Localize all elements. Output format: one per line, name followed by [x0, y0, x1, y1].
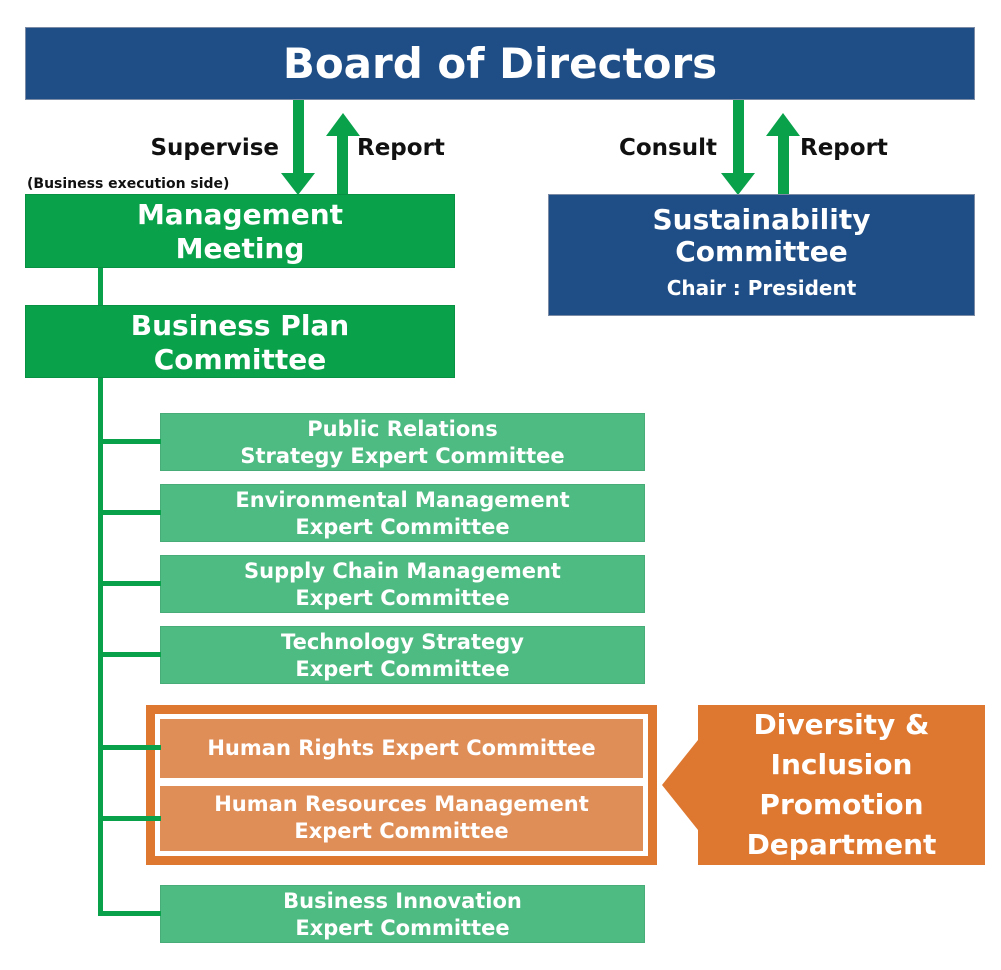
- consult-arrow-down-icon: [721, 173, 755, 195]
- human-rights-line1: Human Rights Expert Committee: [207, 736, 596, 760]
- sustainability-line2: Committee: [675, 235, 848, 268]
- environmental-line2: Expert Committee: [295, 515, 510, 539]
- connector-human-resources: [98, 816, 161, 821]
- public-relations-line1: Public Relations: [307, 417, 498, 441]
- human-rights-committee-box: Human Rights Expert Committee: [160, 719, 643, 778]
- business-plan-committee-box: Business Plan Committee: [25, 305, 455, 378]
- consult-arrow-shaft: [733, 100, 744, 176]
- report-left-arrow-up-icon: [326, 113, 360, 136]
- consult-label: Consult: [619, 135, 717, 161]
- report-left-label: Report: [357, 135, 445, 161]
- connector-business-innovation: [98, 911, 161, 916]
- callout-line4: Department: [746, 828, 937, 861]
- supervise-arrow-shaft: [293, 100, 304, 176]
- business-innovation-line2: Expert Committee: [295, 916, 510, 940]
- report-right-arrow-shaft: [778, 135, 789, 194]
- supply-chain-line2: Expert Committee: [295, 586, 510, 610]
- callout-line1: Diversity &: [753, 708, 930, 741]
- public-relations-line2: Strategy Expert Committee: [240, 444, 565, 468]
- environmental-line1: Environmental Management: [235, 488, 570, 512]
- board-of-directors-box: Board of Directors: [25, 27, 975, 100]
- management-meeting-line2: Meeting: [175, 232, 305, 265]
- sustainability-line1: Sustainability: [652, 203, 871, 236]
- connector-human-rights: [98, 745, 161, 750]
- human-resources-committee-box: Human Resources Management Expert Commit…: [160, 786, 643, 851]
- supervise-arrow-down-icon: [281, 173, 315, 195]
- human-resources-line1: Human Resources Management: [214, 792, 589, 816]
- management-meeting-box: Management Meeting: [25, 194, 455, 268]
- supply-chain-line1: Supply Chain Management: [244, 559, 561, 583]
- connector-technology: [98, 652, 161, 657]
- supply-chain-committee-box: Supply Chain Management Expert Committee: [160, 555, 645, 613]
- business-plan-line1: Business Plan: [130, 309, 350, 342]
- report-right-arrow-up-icon: [766, 113, 800, 136]
- business-execution-note: (Business execution side): [27, 176, 230, 192]
- callout-arrow-left-icon: [662, 740, 698, 830]
- management-meeting-line1: Management: [136, 198, 344, 231]
- human-resources-line2: Expert Committee: [294, 819, 509, 843]
- technology-strategy-committee-box: Technology Strategy Expert Committee: [160, 626, 645, 684]
- business-innovation-line1: Business Innovation: [283, 889, 522, 913]
- callout-line2: Inclusion: [770, 748, 913, 781]
- diversity-highlight-group: Human Rights Expert Committee Human Reso…: [146, 705, 657, 865]
- diversity-inclusion-callout: Diversity & Inclusion Promotion Departme…: [698, 705, 985, 865]
- supervise-label: Supervise: [150, 135, 279, 161]
- connector-environmental: [98, 510, 161, 515]
- business-innovation-committee-box: Business Innovation Expert Committee: [160, 885, 645, 943]
- sustainability-committee-box: Sustainability Committee Chair : Preside…: [548, 194, 975, 316]
- environmental-management-committee-box: Environmental Management Expert Committe…: [160, 484, 645, 542]
- callout-line3: Promotion: [759, 788, 924, 821]
- report-left-arrow-shaft: [337, 135, 348, 194]
- technology-line1: Technology Strategy: [281, 630, 524, 654]
- report-right-label: Report: [800, 135, 888, 161]
- connector-public-relations: [98, 439, 161, 444]
- public-relations-committee-box: Public Relations Strategy Expert Committ…: [160, 413, 645, 471]
- business-plan-line2: Committee: [153, 343, 327, 376]
- connector-supply-chain: [98, 581, 161, 586]
- board-of-directors-label: Board of Directors: [282, 39, 718, 88]
- technology-line2: Expert Committee: [295, 657, 510, 681]
- sustainability-chair: Chair : President: [666, 276, 857, 300]
- trunk-connector-line: [98, 268, 103, 916]
